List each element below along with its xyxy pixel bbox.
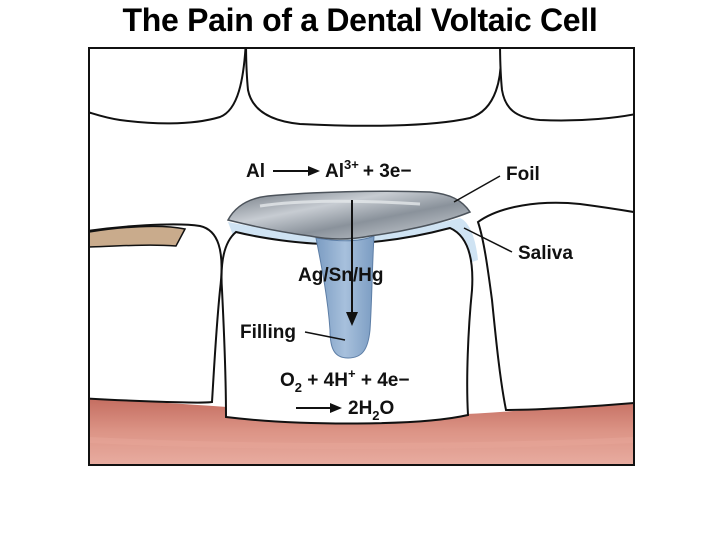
page-title: The Pain of a Dental Voltaic Cell	[122, 2, 598, 38]
anode-reactant: Al	[246, 161, 265, 182]
saliva-label: Saliva	[518, 243, 573, 264]
upper-tooth-middle	[245, 48, 502, 127]
foil-label: Foil	[506, 164, 540, 185]
filling-leader	[304, 331, 346, 341]
lower-tooth-right	[476, 201, 634, 412]
filling-label: Filling	[240, 322, 296, 343]
saliva-leader	[463, 227, 513, 253]
diagram-frame	[88, 47, 635, 466]
upper-tooth-right	[499, 48, 634, 122]
upper-tooth-left	[89, 48, 247, 125]
cathode-equation-product: 2H2O	[348, 398, 394, 423]
lower-tooth-left	[89, 223, 223, 404]
anode-equation-products: Al3++ 3e−	[325, 157, 411, 182]
cathode-equation-reactants: O2 + 4H+ + 4e−	[280, 366, 409, 395]
foil-leader	[453, 175, 501, 203]
filling-metals-label: Ag/Sn/Hg	[298, 265, 384, 286]
tooth-stain	[89, 225, 187, 248]
electron-flow-arrowhead	[346, 312, 358, 326]
